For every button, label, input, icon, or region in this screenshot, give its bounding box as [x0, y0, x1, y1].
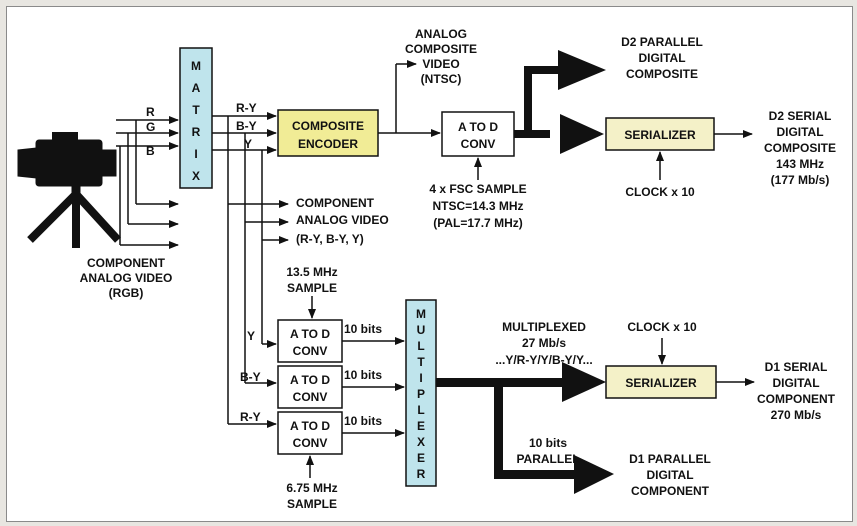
component-rgb-line1: COMPONENT	[87, 256, 166, 270]
multiplexed-line1: MULTIPLEXED	[502, 320, 586, 334]
d2-parallel-bus	[514, 50, 606, 154]
d1-parallel-line3: COMPONENT	[631, 484, 710, 498]
multiplexer-letters: M U L T I P L E X E R	[416, 307, 426, 481]
multiplexer-letter: M	[416, 307, 426, 321]
matrix-letter: X	[192, 169, 200, 183]
bits-ry-label: 10 bits	[344, 414, 382, 428]
multiplexer-letter: P	[417, 387, 425, 401]
channel-by-label: B-Y	[240, 370, 261, 384]
matrix-output-ry: R-Y	[236, 101, 257, 115]
d2-serial-line2: DIGITAL	[776, 125, 823, 139]
ten-bits-parallel-line2: PARALLEL	[516, 452, 579, 466]
sample-6-75-line1: 6.75 MHz	[286, 481, 337, 495]
atod-composite-line1: A TO D	[458, 120, 498, 134]
bits-by-label: 10 bits	[344, 368, 382, 382]
channel-y-label: Y	[247, 329, 255, 343]
d2-parallel-line3: COMPOSITE	[626, 67, 698, 81]
component-rgb-line3: (RGB)	[109, 286, 144, 300]
channel-ry-label: R-Y	[240, 410, 261, 424]
fsc-sample-line2: NTSC=14.3 MHz	[432, 199, 523, 213]
camera-output-r: R	[146, 105, 155, 119]
camera-output-g: G	[146, 120, 155, 134]
analog-composite-line3: VIDEO	[422, 57, 459, 71]
d2-serial-line3: COMPOSITE	[764, 141, 836, 155]
serializer-top-label: SERIALIZER	[624, 128, 696, 142]
atod-ry-line1: A TO D	[290, 419, 330, 433]
d1-serial-line4: 270 Mb/s	[771, 408, 822, 422]
multiplexer-block	[405, 299, 437, 487]
matrix-letters: M A T R I X	[191, 59, 201, 183]
sample-6-75-line2: SAMPLE	[287, 497, 337, 511]
atod-y-line2: CONV	[293, 344, 328, 358]
d2-parallel-line2: DIGITAL	[638, 51, 685, 65]
camera-output-b: B	[146, 144, 155, 158]
multiplexer-letter: X	[417, 435, 425, 449]
atod-by-block	[277, 365, 343, 409]
component-analog-line2: ANALOG VIDEO	[296, 213, 389, 227]
matrix-block	[179, 47, 213, 189]
component-analog-line1: COMPONENT	[296, 196, 375, 210]
matrix-output-by: B-Y	[236, 119, 257, 133]
d2-parallel-line1: D2 PARALLEL	[621, 35, 703, 49]
multiplexer-letter: R	[417, 467, 426, 481]
d2-serial-line1: D2 SERIAL	[769, 109, 832, 123]
clock-top-label: CLOCK x 10	[625, 185, 695, 199]
serializer-bottom-block	[605, 365, 717, 399]
sample-13-5-line2: SAMPLE	[287, 281, 337, 295]
d1-serial-line2: DIGITAL	[772, 376, 819, 390]
atod-y-line1: A TO D	[290, 327, 330, 341]
multiplexed-line2: 27 Mb/s	[522, 336, 566, 350]
atod-ry-line2: CONV	[293, 436, 328, 450]
composite-encoder-line1: COMPOSITE	[292, 119, 364, 133]
analog-composite-line4: (NTSC)	[421, 72, 462, 86]
d2-serial-line5: (177 Mb/s)	[771, 173, 830, 187]
d1-parallel-line1: D1 PARALLEL	[629, 452, 711, 466]
camera-output-lines	[116, 116, 179, 249]
video-camera-icon	[17, 132, 121, 248]
d1-serial-line1: D1 SERIAL	[765, 360, 828, 374]
matrix-letter: M	[191, 59, 201, 73]
component-rgb-line2: ANALOG VIDEO	[80, 271, 173, 285]
matrix-letter: I	[194, 147, 197, 161]
atod-by-line2: CONV	[293, 390, 328, 404]
atod-composite-block	[441, 111, 515, 157]
analog-composite-line1: ANALOG	[415, 27, 467, 41]
analog-composite-line2: COMPOSITE	[405, 42, 477, 56]
sample-13-5-line1: 13.5 MHz	[286, 265, 337, 279]
fsc-sample-line1: 4 x FSC SAMPLE	[429, 182, 526, 196]
fsc-sample-line3: (PAL=17.7 MHz)	[433, 216, 522, 230]
converter-output-lines	[342, 337, 405, 437]
matrix-letter: A	[192, 81, 201, 95]
matrix-letter: T	[192, 103, 200, 117]
multiplexer-letter: U	[417, 323, 426, 337]
d1-parallel-line2: DIGITAL	[646, 468, 693, 482]
atod-composite-line2: CONV	[461, 137, 496, 151]
ten-bits-parallel-line1: 10 bits	[529, 436, 567, 450]
matrix-letter: R	[192, 125, 201, 139]
multiplexer-letter: L	[417, 339, 424, 353]
multiplexer-letter: I	[419, 371, 422, 385]
multiplexer-letter: T	[417, 355, 425, 369]
matrix-output-lines	[212, 112, 289, 428]
d1-serial-line3: COMPONENT	[757, 392, 836, 406]
multiplexed-line3: ...Y/R-Y/Y/B-Y/Y...	[495, 353, 592, 367]
multiplexer-letter: L	[417, 403, 424, 417]
multiplexer-letter: E	[417, 451, 425, 465]
d1-parallel-bus	[436, 362, 614, 494]
serializer-top-block	[605, 117, 715, 151]
serializer-bottom-label: SERIALIZER	[625, 376, 697, 390]
atod-by-line1: A TO D	[290, 373, 330, 387]
component-analog-line3: (R-Y, B-Y, Y)	[296, 232, 364, 246]
composite-encoder-line2: ENCODER	[298, 137, 358, 151]
encoder-output-lines	[378, 60, 441, 137]
d2-serial-line4: 143 MHz	[776, 157, 824, 171]
atod-ry-block	[277, 411, 343, 455]
clock-bottom-label: CLOCK x 10	[627, 320, 697, 334]
matrix-output-y: Y	[244, 137, 252, 151]
multiplexer-letter: E	[417, 419, 425, 433]
bits-y-label: 10 bits	[344, 322, 382, 336]
